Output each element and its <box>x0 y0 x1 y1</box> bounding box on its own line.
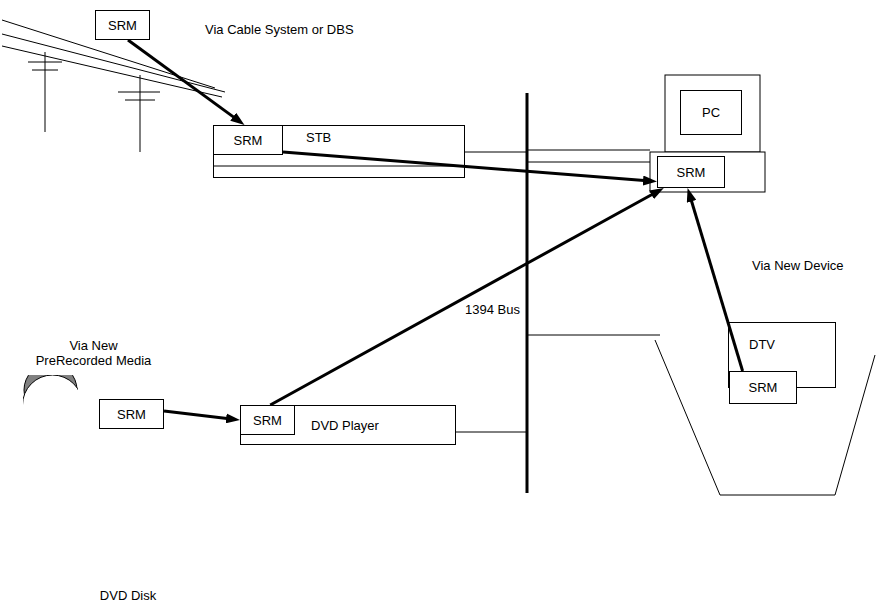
bus-tap <box>456 432 527 433</box>
utility-pole <box>45 52 46 132</box>
srm-box: SRM <box>95 10 150 40</box>
node-text: SRM <box>108 18 137 33</box>
dvd-disc: DVD DiskSRM <box>23 375 233 585</box>
bus-line <box>526 93 529 493</box>
node-text: PC <box>702 105 720 120</box>
pole-crossbar <box>32 70 58 71</box>
bus-tap <box>527 162 650 163</box>
srm-box: SRM <box>240 405 295 435</box>
node-text: SRM <box>253 413 282 428</box>
srm-transfer-arrow <box>270 194 652 405</box>
srm-box: SRM <box>729 371 797 404</box>
bus-tap <box>527 335 660 336</box>
disc-outline <box>23 375 78 405</box>
monitor-housing <box>665 75 760 152</box>
node-text: STB <box>306 130 331 145</box>
cable-wire <box>2 46 222 97</box>
node-text: SRM <box>677 165 706 180</box>
pole-crossbar <box>125 100 155 101</box>
node-text: DVD Disk <box>23 588 233 603</box>
node-text: SRM <box>749 380 778 395</box>
srm-transfer-arrow <box>283 152 644 181</box>
node-text: DVD Player <box>311 418 379 433</box>
node-text: SRM <box>234 133 263 148</box>
pole-crossbar <box>118 92 160 93</box>
set-top-box: STB SRM <box>213 125 465 178</box>
disc-hole <box>23 375 78 405</box>
bus-tap <box>527 150 650 151</box>
computer-base <box>650 152 765 192</box>
tv-cabinet <box>655 340 875 495</box>
pole-crossbar <box>28 62 62 63</box>
srm-box: SRM <box>657 156 725 188</box>
node-text: DTV <box>749 337 775 352</box>
node-text: SRM <box>117 407 146 422</box>
srm-transfer-arrow <box>164 411 227 418</box>
annotation-label: Via New Device <box>752 258 844 273</box>
stb-panel-line <box>213 166 465 167</box>
cable-wire <box>2 34 225 92</box>
srm-box: SRM <box>99 399 164 429</box>
dvd-player: DVD Player SRM <box>240 405 456 445</box>
pc-screen: PC <box>680 90 742 135</box>
bus-tap <box>465 152 527 153</box>
annotation-label: Via New PreRecorded Media <box>30 338 157 368</box>
srm-transfer-arrow <box>691 200 742 371</box>
annotation-label: Via Cable System or DBS <box>205 22 354 37</box>
annotation-label: 1394 Bus <box>463 302 522 317</box>
srm-transfer-arrow <box>128 40 234 117</box>
srm-box: SRM <box>213 125 283 155</box>
utility-pole <box>140 75 141 152</box>
